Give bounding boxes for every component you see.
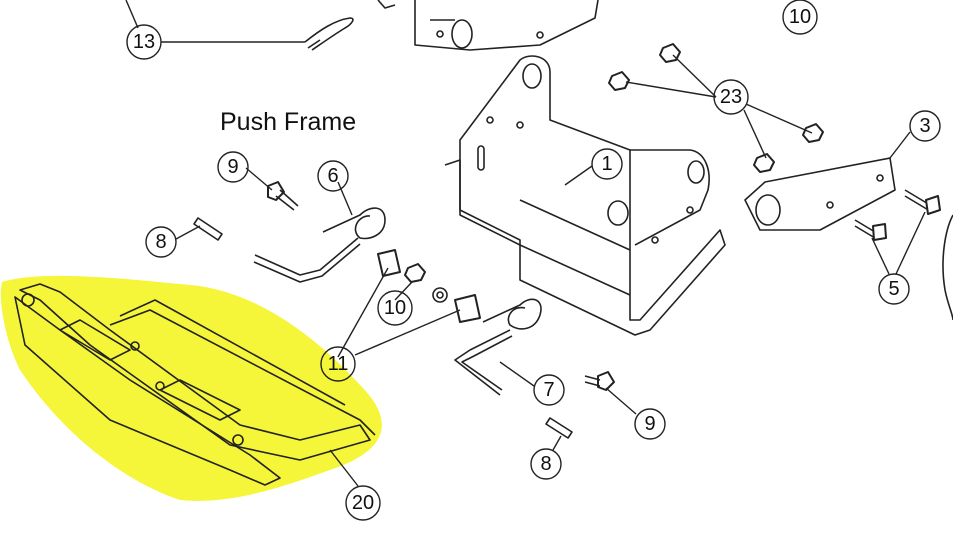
callout-7: 7	[533, 374, 565, 406]
svg-text:13: 13	[133, 31, 155, 53]
part-9-bolt-lower	[584, 371, 615, 391]
svg-text:5: 5	[888, 278, 899, 300]
part-20-highlight	[0, 275, 382, 501]
callout-8-lower: 8	[530, 448, 562, 480]
callout-13: 13	[126, 24, 162, 60]
svg-text:7: 7	[543, 379, 554, 401]
callout-20: 20	[345, 485, 381, 521]
part-20-skid-shoe	[14, 283, 376, 486]
svg-text:9: 9	[227, 156, 238, 178]
part-10-nut-washer	[404, 263, 448, 303]
callout-1: 1	[591, 148, 623, 180]
svg-text:6: 6	[327, 165, 338, 187]
part-8-pin-upper	[193, 217, 223, 241]
part-5-bolts	[854, 189, 941, 241]
callout-8-upper: 8	[145, 226, 177, 258]
part-11-clips	[377, 249, 481, 323]
svg-text:11: 11	[328, 353, 349, 375]
callout-6: 6	[317, 160, 349, 192]
callout-3: 3	[909, 110, 941, 142]
svg-text:8: 8	[540, 453, 551, 475]
top-bracket	[377, 0, 599, 51]
svg-text:10: 10	[384, 297, 406, 319]
part-8-pin-lower	[545, 417, 573, 439]
callout-10-top: 10	[782, 0, 818, 35]
svg-text:3: 3	[919, 115, 930, 137]
svg-text:10: 10	[789, 6, 811, 28]
part-6-spring-handle	[253, 207, 386, 283]
callout-23: 23	[713, 79, 749, 115]
callouts: 13 10 23 3 1 9 6 8 10 11 5 7 9 8 20	[126, 0, 941, 521]
svg-text:23: 23	[720, 86, 742, 108]
part-13-clip	[304, 17, 354, 51]
svg-text:1: 1	[601, 153, 612, 175]
callout-10-mid: 10	[377, 290, 413, 326]
callout-9-lower: 9	[634, 408, 666, 440]
svg-text:9: 9	[644, 413, 655, 435]
part-1-frame	[444, 55, 726, 336]
leader-lines	[125, 0, 926, 487]
part-9-bolt-upper	[267, 181, 299, 211]
diagram-title: Push Frame	[220, 108, 357, 136]
svg-text:8: 8	[155, 231, 166, 253]
part-7-spring-handle	[454, 298, 542, 396]
callout-11: 11	[320, 346, 356, 382]
callout-9-upper: 9	[217, 151, 249, 183]
svg-text:20: 20	[352, 492, 374, 514]
callout-5: 5	[878, 273, 910, 305]
edge-part	[942, 214, 953, 321]
part-23-nuts	[608, 43, 824, 173]
